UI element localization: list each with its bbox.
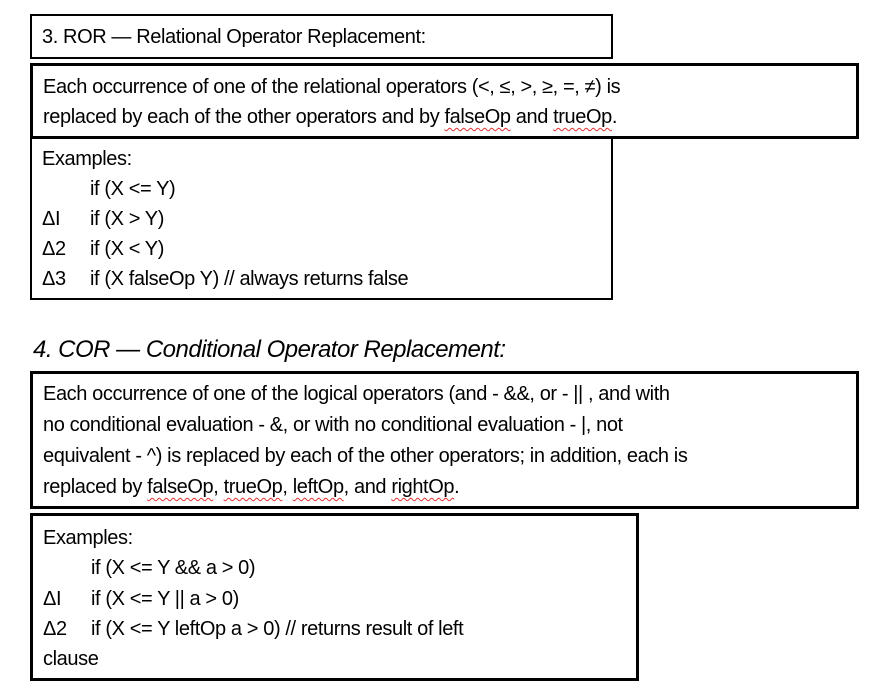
examples-heading: Examples: <box>43 527 133 549</box>
cor-desc-line: no conditional evaluation - &, or with n… <box>43 414 623 436</box>
example-row: if (X <= Y && a > 0) <box>43 553 256 583</box>
spellcheck-word: falseOp <box>147 476 214 498</box>
text: , and <box>343 476 392 498</box>
delta-label: ΔI <box>42 208 61 230</box>
text: and <box>510 106 554 128</box>
spellcheck-word: rightOp <box>391 476 455 498</box>
cor-desc-line: equivalent - ^) is replaced by each of t… <box>43 445 688 467</box>
example-row: Δ2 if (X <= Y leftOp a > 0) // returns re… <box>43 614 464 644</box>
delta-label: Δ3 <box>42 268 66 290</box>
ror-title: 3. ROR — Relational Operator Replacement… <box>42 26 426 48</box>
cor-desc-line: Each occurrence of one of the logical op… <box>43 383 670 405</box>
cor-description-box: Each occurrence of one of the logical op… <box>30 371 859 509</box>
text: replaced by <box>43 476 148 498</box>
ror-description-box: Each occurrence of one of the relational… <box>30 63 859 139</box>
delta-label: Δ2 <box>43 618 67 640</box>
example-row: ΔI if (X > Y) <box>42 204 164 234</box>
spellcheck-word: trueOp <box>553 106 612 128</box>
example-code: if (X <= Y || a > 0) <box>91 588 239 610</box>
cor-title: 4. COR — Conditional Operator Replacemen… <box>33 336 506 363</box>
cor-examples-box: Examples: if (X <= Y && a > 0) ΔI if (X <… <box>30 513 639 681</box>
example-row: ΔI if (X <= Y || a > 0) <box>43 584 239 614</box>
text: , <box>213 476 224 498</box>
spellcheck-word: leftOp <box>292 476 344 498</box>
ror-desc-line: Each occurrence of one of the relational… <box>43 76 621 98</box>
ror-examples-box: Examples: if (X <= Y) ΔI if (X > Y) Δ2 if … <box>30 136 613 300</box>
example-row: Δ3 if (X falseOp Y) // always returns fal… <box>42 264 409 294</box>
example-row: if (X <= Y) <box>42 174 176 204</box>
cor-desc-line: replaced by falseOp, trueOp, leftOp, and… <box>43 472 460 502</box>
example-code: if (X <= Y && a > 0) <box>91 557 256 579</box>
delta-label: Δ2 <box>42 238 66 260</box>
ror-desc-line: replaced by each of the other operators … <box>43 102 617 132</box>
text: , <box>282 476 293 498</box>
example-code: if (X <= Y) <box>90 178 176 200</box>
spellcheck-word: falseOp <box>444 106 511 128</box>
text: replaced by each of the other operators … <box>43 106 445 128</box>
example-code: if (X > Y) <box>90 208 164 230</box>
ror-title-box: 3. ROR — Relational Operator Replacement… <box>30 14 613 59</box>
example-code: if (X <= Y leftOp a > 0) // returns resu… <box>91 618 464 640</box>
text: . <box>611 106 618 128</box>
spellcheck-word: trueOp <box>223 476 283 498</box>
example-continuation: clause <box>43 648 99 670</box>
delta-label: ΔI <box>43 588 62 610</box>
example-code: if (X < Y) <box>90 238 164 260</box>
examples-heading: Examples: <box>42 148 132 170</box>
example-code: if (X falseOp Y) // always returns false <box>90 268 409 290</box>
text: . <box>454 476 460 498</box>
example-row: Δ2 if (X < Y) <box>42 234 164 264</box>
